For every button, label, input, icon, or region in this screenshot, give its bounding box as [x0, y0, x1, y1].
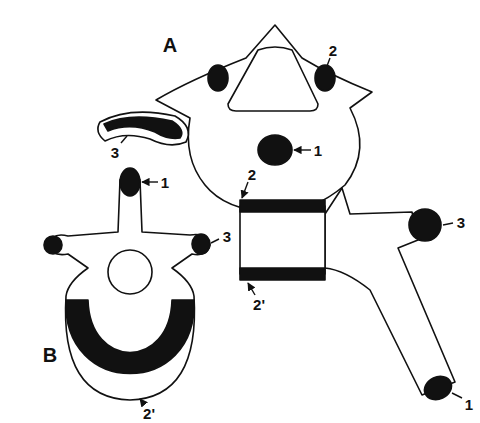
leader-line	[327, 58, 330, 66]
callout-number: 3	[111, 145, 119, 160]
vertebral-body	[240, 206, 325, 274]
vertebra-outline	[48, 172, 210, 400]
callout-number: 3	[457, 215, 465, 230]
vertebral-foramen	[108, 250, 152, 294]
callout-number: 1	[465, 397, 473, 412]
ossification-center	[421, 372, 456, 404]
leader-arrow	[142, 181, 158, 182]
callout-number: 2	[329, 43, 337, 58]
leader-arrow	[248, 283, 255, 295]
callout-number: 1	[314, 143, 322, 158]
leader-line	[443, 223, 453, 225]
leader-line	[452, 393, 462, 398]
ossification-center	[240, 268, 325, 280]
callout-number: 2'	[143, 406, 155, 421]
vertebra-outline	[156, 25, 372, 212]
rib-head	[98, 112, 188, 145]
callout-number: 2'	[253, 297, 265, 312]
leader-arrow	[242, 182, 248, 198]
ossification-center	[120, 168, 140, 196]
ossification-center	[240, 200, 325, 212]
callout-number: 2	[248, 167, 256, 182]
leader-line	[211, 239, 219, 243]
callout-number: 1	[161, 175, 169, 190]
ossification-center	[66, 300, 194, 374]
ossification-center	[258, 135, 292, 165]
leader-arrow	[294, 149, 311, 150]
ossification-center	[192, 234, 210, 254]
figure-letter: A	[163, 35, 177, 55]
ossification-center	[315, 65, 335, 91]
ossification-center	[208, 65, 228, 91]
leader-arrow	[140, 399, 144, 404]
figure-letter: B	[43, 345, 57, 365]
ossification-center	[44, 236, 62, 254]
callout-number: 3	[223, 229, 231, 244]
vertebra-outline	[325, 188, 455, 395]
leader-line	[121, 136, 127, 143]
ossification-center	[104, 117, 182, 138]
ossification-center	[409, 209, 441, 241]
vertebral-foramen	[228, 47, 318, 111]
